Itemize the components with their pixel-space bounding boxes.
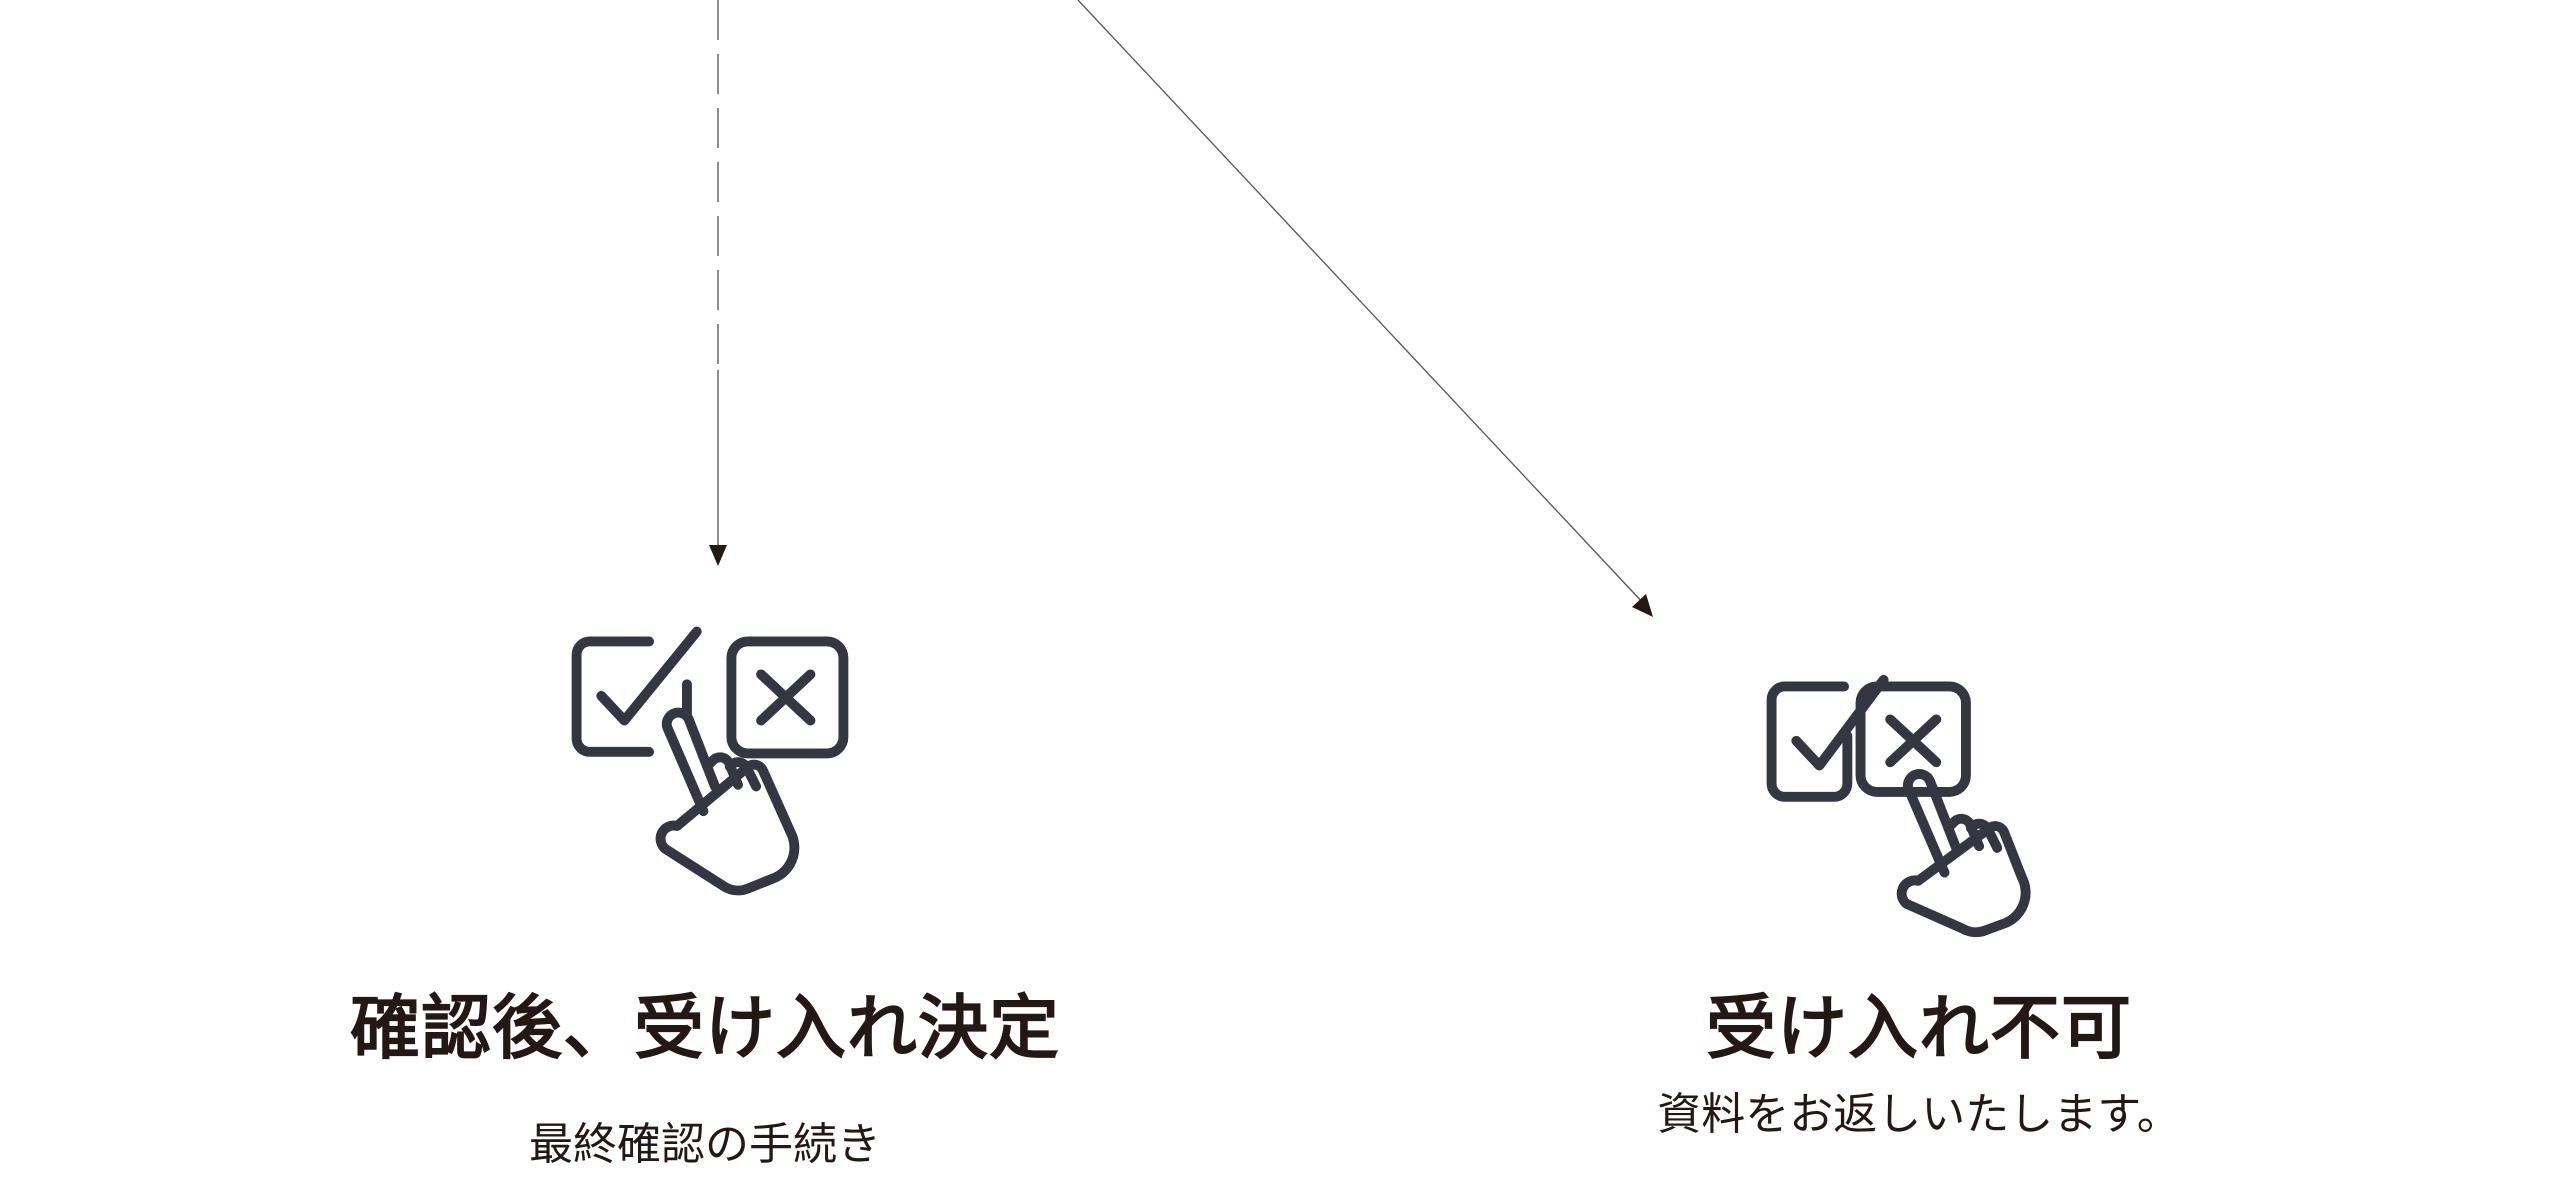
outcome-title-accept: 確認後、受け入れ決定: [350, 987, 1060, 1069]
outcome-subtitle-accept: 最終確認の手続き: [529, 1119, 881, 1170]
arrowhead-diagonal: [1632, 594, 1653, 617]
arrowhead-down: [709, 545, 727, 566]
outcome-subtitle-reject: 資料をお返しいたします。: [1657, 1089, 2181, 1140]
checkbox-choice-hand-icon: [571, 626, 849, 896]
outcome-title-reject: 受け入れ不可: [1706, 987, 2132, 1069]
checkbox-choice-hand-icon: [1766, 674, 2031, 938]
diagonal-arrow-line: [1077, 0, 1646, 606]
